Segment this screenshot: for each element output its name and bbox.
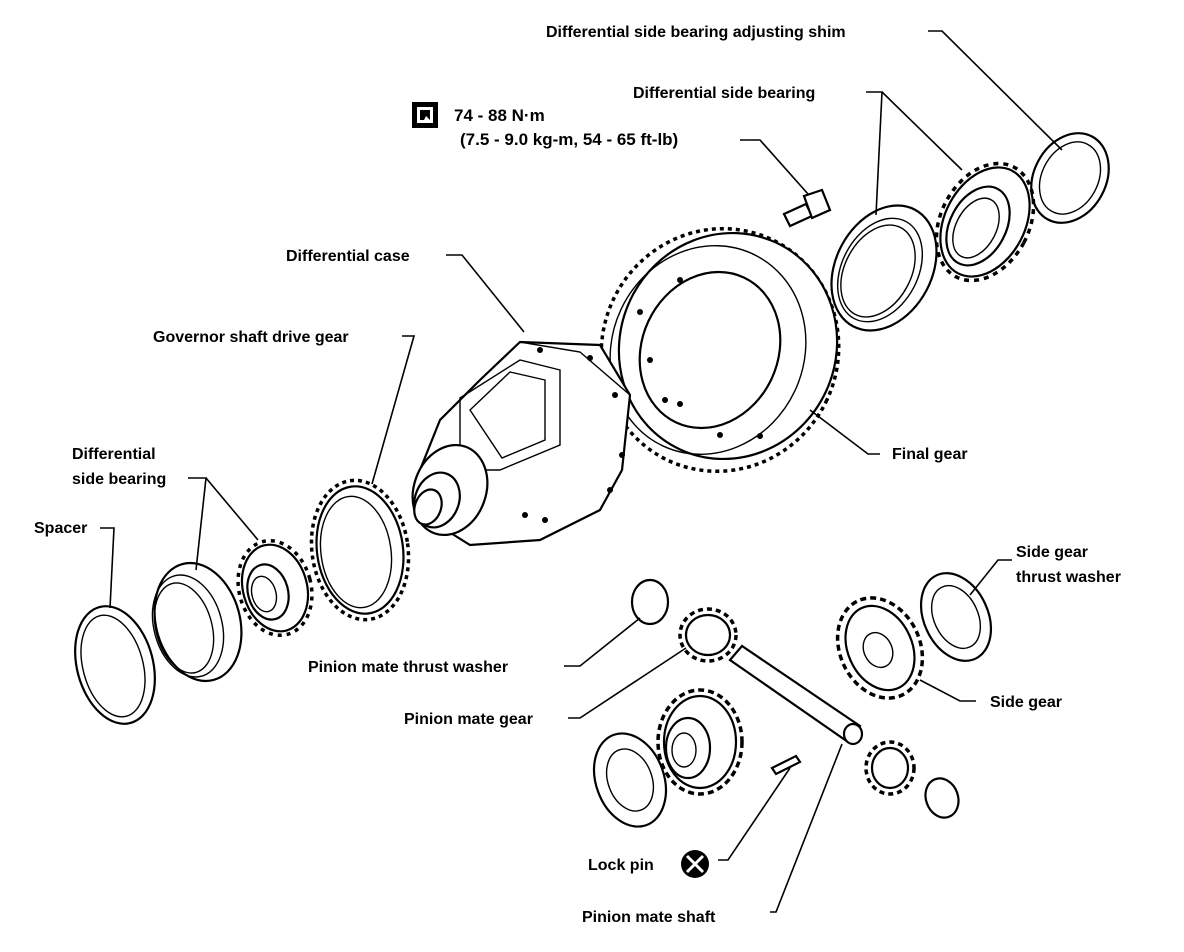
side-bearing-cone-right xyxy=(934,161,1036,283)
label-pinion-washer: Pinion mate thrust washer xyxy=(308,659,508,676)
label-side-bearing-right: Differential side bearing xyxy=(633,85,815,102)
label-final-gear: Final gear xyxy=(892,446,968,463)
differential-case xyxy=(411,340,632,547)
label-side-gear-washer-2: thrust washer xyxy=(1016,569,1121,586)
label-side-bearing-left-1: Differential xyxy=(72,446,156,463)
label-side-gear: Side gear xyxy=(990,694,1062,711)
final-gear xyxy=(599,226,841,474)
pinion-mate-gear-lower xyxy=(864,740,916,796)
do-not-reuse-icon xyxy=(681,850,709,878)
ring-gear-bolt xyxy=(782,188,832,228)
pinion-mate-gear-upper xyxy=(678,607,738,663)
pinion-thrust-washer-upper xyxy=(630,578,670,626)
side-gear-thrust-washer-lower xyxy=(592,732,668,828)
pinion-mate-shaft xyxy=(728,644,864,746)
label-side-bearing-left-2: side bearing xyxy=(72,471,166,488)
side-bearing-race-right xyxy=(830,204,938,332)
side-gear-thrust-washer xyxy=(919,572,993,662)
side-bearing-cone-left xyxy=(236,538,314,638)
label-side-gear-washer-1: Side gear xyxy=(1016,544,1088,561)
torque-line-2: (7.5 - 9.0 kg-m, 54 - 65 ft-lb) xyxy=(460,130,678,149)
label-spacer: Spacer xyxy=(34,520,87,537)
pinion-thrust-washer-lower xyxy=(924,777,960,819)
label-lock-pin: Lock pin xyxy=(588,857,654,874)
leader-lines xyxy=(100,30,1063,913)
label-governor-gear: Governor shaft drive gear xyxy=(153,329,349,346)
label-pinion-gear: Pinion mate gear xyxy=(404,711,533,728)
torque-line-1: 74 - 88 N·m xyxy=(454,106,545,125)
lock-pin-part xyxy=(770,754,802,776)
label-pinion-shaft: Pinion mate shaft xyxy=(582,909,716,926)
side-gear-lower xyxy=(656,688,744,796)
governor-gear xyxy=(309,478,411,622)
label-adjusting-shim: Differential side bearing adjusting shim xyxy=(546,24,846,41)
side-bearing-race-left xyxy=(151,561,243,683)
side-gear-right xyxy=(835,596,925,700)
label-differential-case: Differential case xyxy=(286,248,410,265)
adjusting-shim xyxy=(1030,132,1110,224)
torque-wrench-icon xyxy=(412,102,438,128)
spacer xyxy=(74,605,156,725)
